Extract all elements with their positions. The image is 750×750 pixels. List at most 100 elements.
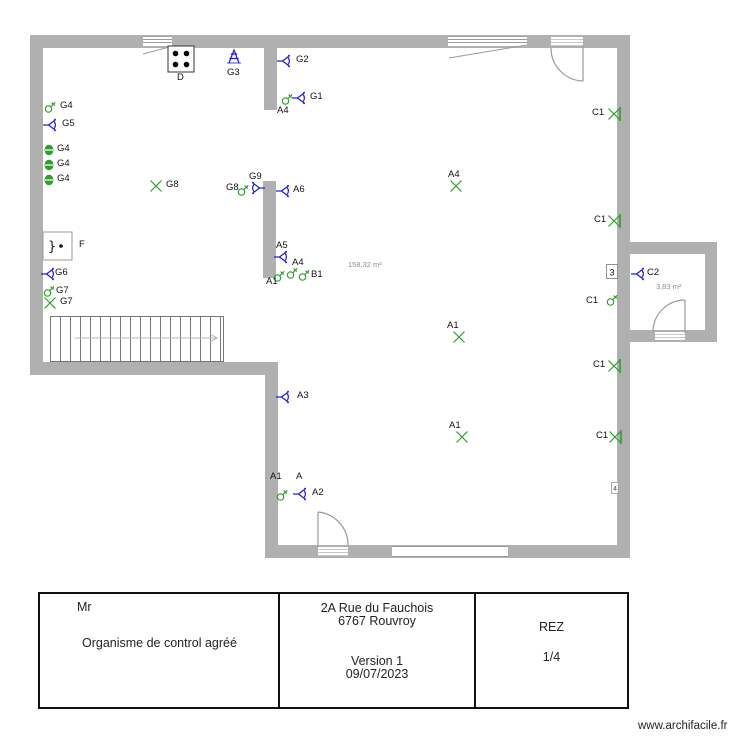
symbol-label: G5 [62,118,75,129]
symbol-label: G9 [249,171,262,182]
symbol-wall-light-icon [43,118,56,132]
symbol-label: A4 [448,169,460,180]
symbol-label: A1 [266,276,278,287]
symbol-wall-light-icon [274,250,287,264]
symbol-light-x-icon [44,297,56,309]
wall-wc-top [630,242,717,254]
svg-text:}: } [48,240,56,255]
door-arc-top [550,47,584,82]
symbol-wall-light-icon [276,184,289,198]
door-arc-bottom [317,511,349,546]
symbol-label: G4 [57,158,70,169]
wall-right [617,35,630,558]
symbol-label: C2 [647,267,660,278]
organisme-label: Organisme de control agréé [82,636,237,650]
symbol-socket-icon [273,270,285,282]
window-bottom [392,546,508,557]
watermark-url: www.archifacile.fr [638,720,728,732]
room-area-label: 158,32 m² [348,260,382,269]
symbol-label: G4 [60,100,73,111]
symbol-label: A [296,471,303,482]
symbol-label: G3 [227,67,240,78]
symbol-wall-light-icon [293,487,306,501]
symbol-label: G8 [166,179,179,190]
symbol-label: G4 [57,143,70,154]
symbol-wall-light-icon [252,181,265,195]
symbol-light-x-wall-icon [609,430,622,444]
window-top-left [143,36,172,46]
symbol-label: A4 [277,105,289,116]
symbol-label: F [79,239,85,250]
symbol-label: A4 [292,257,304,268]
symbol-tag-small-icon: 4 [611,482,619,494]
staircase [50,316,224,362]
window-top-middle [448,36,527,46]
symbol-label: G2 [296,54,309,65]
symbol-wall-light-icon [631,267,644,281]
symbol-light-x-icon [453,331,465,343]
title-block: Mr Organisme de control agréé 2A Rue du … [38,592,629,709]
room-area-label: 3,83 m² [656,282,682,291]
wall-stub-lower [263,181,276,278]
symbol-light-x-wall-icon [608,214,621,228]
symbol-socket-icon [286,267,298,279]
symbol-label: C1 [592,107,605,118]
symbol-cooktop-icon [167,45,195,73]
symbol-light-x-icon [450,180,462,192]
symbol-wall-light-icon [277,54,290,68]
svg-text:4: 4 [613,486,617,493]
svg-text:3: 3 [609,268,614,278]
title-block-owner-cell: Mr Organisme de control agréé [40,594,278,707]
door-arc-wc [652,299,686,333]
plan-date: 09/07/2023 [345,667,409,681]
symbol-wall-light-icon [41,267,54,281]
symbol-label: G6 [55,267,68,278]
symbol-label: A1 [447,320,459,331]
symbol-label: C1 [594,214,607,225]
symbol-wall-light-icon [276,390,289,404]
page-number: 1/4 [542,650,561,664]
symbol-socket-icon [606,294,618,306]
symbol-label: G7 [56,285,69,296]
wall-top [30,35,630,48]
door-threshold-wc [655,332,685,340]
symbol-label: G8 [226,182,239,193]
symbol-socket-icon [298,269,310,281]
symbol-label: G7 [60,296,73,307]
symbol-light-x-icon [150,180,162,192]
wall-left [30,35,43,375]
symbol-antenna-icon [227,48,241,64]
symbol-socket-double-icon [43,159,55,171]
wall-wc-right [705,242,717,342]
symbol-label: G1 [310,91,323,102]
wall-stub-upper [264,48,277,110]
level-name: REZ [539,620,564,634]
symbol-socket-icon [281,93,293,105]
symbol-label: C1 [586,295,599,306]
door-threshold-top [551,37,583,46]
symbol-socket-icon [237,184,249,196]
wall-mid-vertical [265,362,278,558]
symbol-label: B1 [311,269,323,280]
symbol-panel-icon: } [42,231,73,261]
symbol-label: A2 [312,487,324,498]
owner-name: Mr [77,600,92,614]
symbol-light-x-icon [456,431,468,443]
symbol-label: C1 [593,359,606,370]
symbol-light-x-wall-icon [608,359,621,373]
wall-stair-bottom [30,362,278,375]
symbol-socket-double-icon [43,174,55,186]
symbol-socket-icon [43,285,55,297]
symbol-socket-icon [44,101,56,113]
plan-version: Version 1 [350,654,404,668]
title-block-level-cell: REZ 1/4 [474,594,627,707]
symbol-socket-icon [276,489,288,501]
door-threshold-bottom [318,547,348,556]
address-line2: 6767 Rouvroy [338,614,416,628]
symbol-tag-icon: 3 [606,264,618,279]
symbol-label: A3 [297,390,309,401]
symbol-label: D [177,72,184,83]
address-line1: 2A Rue du Fauchois [320,601,434,615]
title-block-address-cell: 2A Rue du Fauchois 6767 Rouvroy Version … [278,594,474,707]
